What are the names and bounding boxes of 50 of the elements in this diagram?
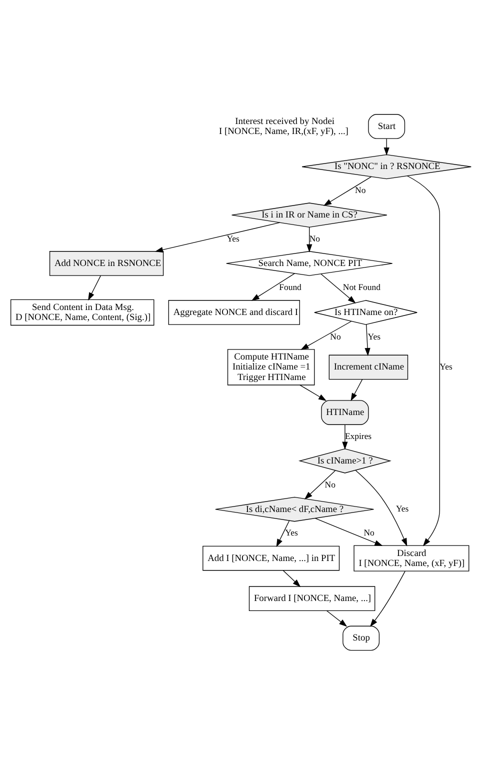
node-diamond: Is "NONC" in ? RSNONCE	[302, 154, 472, 180]
arrow	[88, 275, 102, 301]
node-diamond: Is di,cName< dF,cName ?	[215, 496, 374, 522]
arrow	[323, 176, 372, 206]
edge-label: Found	[279, 282, 302, 292]
node-box: HTIName	[321, 400, 369, 425]
arrow	[406, 176, 440, 546]
node-diamond: Is cIName>1 ?	[298, 448, 392, 474]
node-box: Aggregate NONCE and discard I	[168, 300, 300, 325]
arrow	[355, 470, 408, 546]
node-box: Increment cIName	[328, 354, 408, 380]
edge-label: No	[364, 528, 374, 538]
arrow	[282, 570, 301, 588]
edge-label: Yes	[226, 234, 240, 244]
edge-label: No	[309, 234, 320, 244]
arrow	[320, 274, 356, 304]
arrow	[300, 384, 327, 401]
node-diamond: Is HTIName on?	[314, 300, 418, 325]
node-diamond: Is i in IR or Name in CS?	[231, 202, 388, 228]
node-box: Compute HTIName Initialize cIName =1 Trigger HTIName	[227, 349, 315, 386]
node-box: Stop	[342, 626, 380, 651]
node-box: Start	[368, 114, 406, 139]
edge-label: Yes	[285, 528, 298, 538]
arrow	[364, 324, 370, 356]
label: Interest received by Nodei	[235, 116, 334, 127]
node-diamond: Search Name, NONCE PIT	[226, 251, 393, 276]
node-box: Send Content in Data Msg. D [NONCE, Name, Content, (Sig.)]	[10, 299, 154, 326]
edge-label: Yes	[440, 362, 452, 372]
edge-label: Not Found	[342, 282, 380, 292]
edge-label: No	[355, 185, 366, 196]
node-box: Discard I [NONCE, Name, (xF, yF)]	[354, 545, 470, 572]
edge-label: No	[324, 479, 336, 490]
node-box: Add NONCE in RSNONCE	[49, 251, 164, 276]
edge-label: Yes	[368, 332, 380, 342]
edge-label: No	[330, 332, 341, 342]
arrow	[326, 610, 348, 627]
arrow	[304, 470, 336, 500]
node-box: Add I [NONCE, Name, ...] in PIT	[202, 546, 340, 571]
edge-label: Yes	[396, 504, 409, 514]
label: I [NONCE, Name, IR,(xF, yF), ...]	[219, 126, 348, 137]
arrow	[300, 320, 352, 350]
arrow	[350, 379, 363, 402]
arrow	[314, 518, 383, 546]
arrow	[154, 222, 280, 252]
arrow	[306, 227, 312, 252]
arrow	[251, 273, 295, 301]
arrow	[342, 424, 348, 450]
arrow	[370, 570, 406, 627]
node-box: Forward I [NONCE, Name, ...]	[248, 586, 376, 612]
arrow	[276, 520, 290, 548]
